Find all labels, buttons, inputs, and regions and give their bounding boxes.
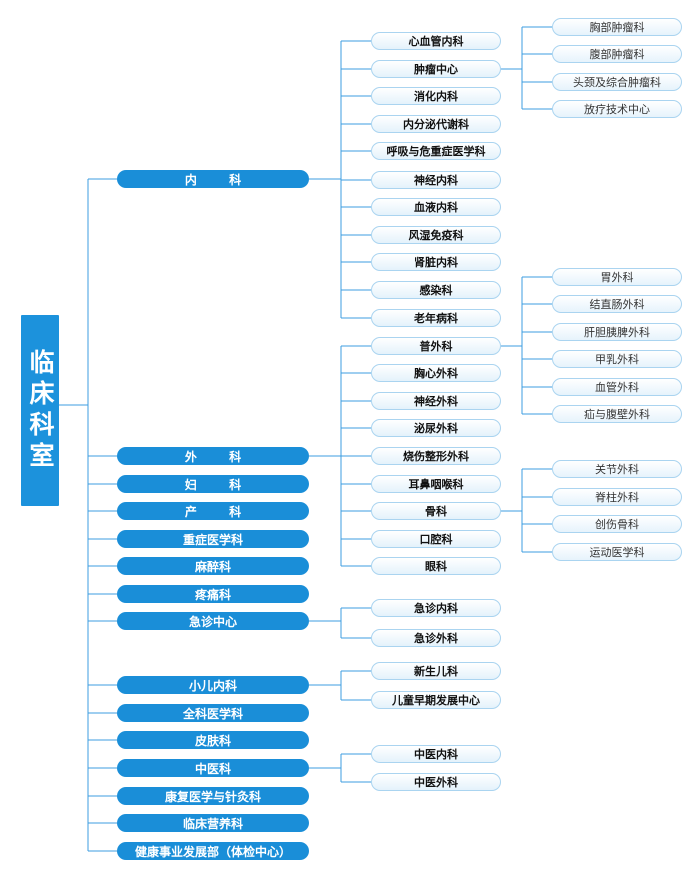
- subdepartment-jizhen-1[interactable]: 急诊外科: [371, 629, 501, 647]
- subdepartment-neike-9[interactable]: 感染科: [371, 281, 501, 299]
- department-quanke[interactable]: 全科医学科: [117, 704, 309, 722]
- subdepartment-neike-6[interactable]: 血液内科: [371, 198, 501, 216]
- department-jiankang[interactable]: 健康事业发展部（体检中心）: [117, 842, 309, 860]
- subdepartment-waike-8[interactable]: 眼科: [371, 557, 501, 575]
- unit-waike-0-3[interactable]: 甲乳外科: [552, 350, 682, 368]
- unit-neike-1-3[interactable]: 放疗技术中心: [552, 100, 682, 118]
- unit-waike-0-1[interactable]: 结直肠外科: [552, 295, 682, 313]
- subdepartment-zhongyi-0[interactable]: 中医内科: [371, 745, 501, 763]
- department-kangfu[interactable]: 康复医学与针灸科: [117, 787, 309, 805]
- unit-waike-6-3[interactable]: 运动医学科: [552, 543, 682, 561]
- unit-neike-1-1[interactable]: 腹部肿瘤科: [552, 45, 682, 63]
- subdepartment-neike-10[interactable]: 老年病科: [371, 309, 501, 327]
- department-jizhen[interactable]: 急诊中心: [117, 612, 309, 630]
- subdepartment-jizhen-0[interactable]: 急诊内科: [371, 599, 501, 617]
- department-zhongzheng[interactable]: 重症医学科: [117, 530, 309, 548]
- subdepartment-xiaoer-0[interactable]: 新生儿科: [371, 662, 501, 680]
- department-zhongyi[interactable]: 中医科: [117, 759, 309, 777]
- subdepartment-neike-1[interactable]: 肿瘤中心: [371, 60, 501, 78]
- unit-waike-6-2[interactable]: 创伤骨科: [552, 515, 682, 533]
- unit-waike-6-1[interactable]: 脊柱外科: [552, 488, 682, 506]
- subdepartment-neike-2[interactable]: 消化内科: [371, 87, 501, 105]
- department-waike[interactable]: 外 科: [117, 447, 309, 465]
- subdepartment-neike-4[interactable]: 呼吸与危重症医学科: [371, 142, 501, 160]
- subdepartment-waike-6[interactable]: 骨科: [371, 502, 501, 520]
- department-tengtong[interactable]: 疼痛科: [117, 585, 309, 603]
- subdepartment-waike-5[interactable]: 耳鼻咽喉科: [371, 475, 501, 493]
- subdepartment-waike-4[interactable]: 烧伤整形外科: [371, 447, 501, 465]
- unit-neike-1-2[interactable]: 头颈及综合肿瘤科: [552, 73, 682, 91]
- subdepartment-waike-1[interactable]: 胸心外科: [371, 364, 501, 382]
- unit-waike-0-2[interactable]: 肝胆胰脾外科: [552, 323, 682, 341]
- unit-waike-6-0[interactable]: 关节外科: [552, 460, 682, 478]
- root-node: 临床科室: [21, 315, 59, 506]
- subdepartment-xiaoer-1[interactable]: 儿童早期发展中心: [371, 691, 501, 709]
- department-yingyang[interactable]: 临床营养科: [117, 814, 309, 832]
- subdepartment-neike-0[interactable]: 心血管内科: [371, 32, 501, 50]
- subdepartment-waike-3[interactable]: 泌尿外科: [371, 419, 501, 437]
- subdepartment-waike-0[interactable]: 普外科: [371, 337, 501, 355]
- department-neike[interactable]: 内 科: [117, 170, 309, 188]
- unit-waike-0-0[interactable]: 胃外科: [552, 268, 682, 286]
- department-xiaoer[interactable]: 小儿内科: [117, 676, 309, 694]
- subdepartment-neike-7[interactable]: 风湿免疫科: [371, 226, 501, 244]
- subdepartment-waike-7[interactable]: 口腔科: [371, 530, 501, 548]
- unit-waike-0-5[interactable]: 疝与腹壁外科: [552, 405, 682, 423]
- subdepartment-zhongyi-1[interactable]: 中医外科: [371, 773, 501, 791]
- subdepartment-neike-5[interactable]: 神经内科: [371, 171, 501, 189]
- department-pifu[interactable]: 皮肤科: [117, 731, 309, 749]
- department-mazui[interactable]: 麻醉科: [117, 557, 309, 575]
- department-fuke[interactable]: 妇 科: [117, 475, 309, 493]
- subdepartment-neike-8[interactable]: 肾脏内科: [371, 253, 501, 271]
- unit-waike-0-4[interactable]: 血管外科: [552, 378, 682, 396]
- unit-neike-1-0[interactable]: 胸部肿瘤科: [552, 18, 682, 36]
- department-chanke[interactable]: 产 科: [117, 502, 309, 520]
- subdepartment-waike-2[interactable]: 神经外科: [371, 392, 501, 410]
- subdepartment-neike-3[interactable]: 内分泌代谢科: [371, 115, 501, 133]
